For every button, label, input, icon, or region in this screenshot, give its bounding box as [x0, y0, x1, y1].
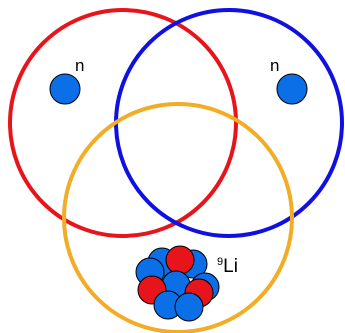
li9-core-nucleus: [135, 245, 220, 322]
circle-left-red: [8, 8, 238, 238]
circle-bottom-orange: [62, 102, 294, 333]
core-mass-number: 9: [217, 256, 223, 268]
core-proton: [165, 245, 195, 275]
neutron-left-label: n: [75, 56, 84, 75]
core-element-symbol: Li: [223, 256, 238, 277]
core-label: 9Li: [217, 256, 238, 277]
neutron-right: [276, 73, 308, 105]
core-neutron: [174, 292, 204, 322]
circle-right-blue: [114, 8, 344, 238]
neutron-left: [49, 73, 81, 105]
neutron-right-label: n: [270, 56, 279, 75]
